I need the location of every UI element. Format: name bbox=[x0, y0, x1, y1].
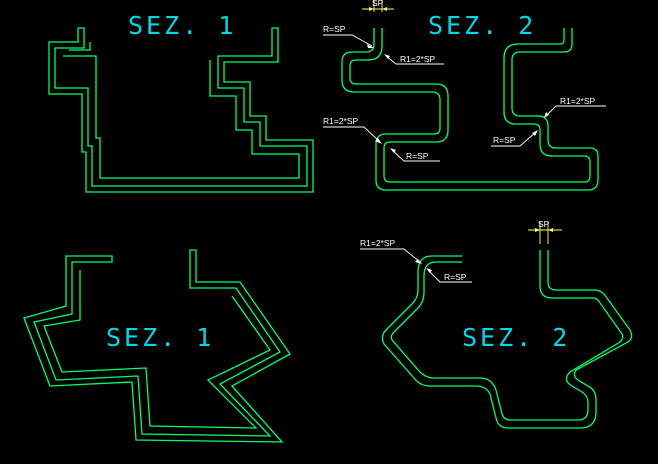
radius-callouts: R1=2*SP R=SP bbox=[360, 238, 472, 283]
drawing-title: SEZ. 1 bbox=[128, 11, 236, 40]
radius-label: R=SP bbox=[493, 135, 516, 145]
radius-label: R1=2*SP bbox=[560, 96, 596, 106]
radius-label: R1=2*SP bbox=[400, 54, 436, 64]
profile-inner-offset bbox=[69, 42, 91, 51]
profile-outline-outer bbox=[48, 27, 314, 193]
radius-label: R=SP bbox=[406, 151, 429, 161]
leader-arrow bbox=[415, 259, 422, 264]
leader-arrow bbox=[544, 112, 549, 118]
drawing-title: SEZ. 1 bbox=[106, 323, 214, 352]
radius-label: R=SP bbox=[323, 24, 346, 34]
drawing-title: SEZ. 2 bbox=[462, 323, 570, 352]
profile-outline-outer bbox=[23, 249, 291, 443]
leader-arrow bbox=[426, 268, 432, 273]
dim-arrow-left bbox=[535, 228, 540, 232]
dim-arrow-right bbox=[548, 228, 553, 232]
radius-label: R1=2*SP bbox=[360, 238, 396, 248]
dimension-label: SP bbox=[538, 219, 550, 229]
drawing-title: SEZ. 2 bbox=[428, 11, 536, 40]
radius-label: R1=2*SP bbox=[323, 116, 359, 126]
profile-sez1-bottom: SEZ. 1 bbox=[23, 249, 291, 443]
profile-outline-inner bbox=[63, 55, 300, 179]
dim-arrow-left bbox=[369, 7, 374, 11]
radius-callouts: R=SP R1=2*SP R1=2*SP R=SP R=SP R1=2*SP bbox=[323, 24, 606, 162]
dim-arrow-right bbox=[382, 7, 387, 11]
profile-sez2-bottom: SEZ. 2 SP R1=2*SP R=SP bbox=[360, 219, 633, 429]
thickness-dimension: SP bbox=[528, 219, 562, 244]
dimension-label: SP bbox=[372, 0, 384, 8]
profile-outline-inner bbox=[43, 270, 271, 429]
profile-outline-outer bbox=[341, 28, 599, 191]
profile-sez1-top: SEZ. 1 bbox=[48, 11, 314, 193]
leader-arrow bbox=[532, 130, 538, 136]
profile-outline-inner bbox=[349, 28, 591, 183]
thickness-dimension: SP bbox=[362, 0, 394, 12]
profile-outline-outer bbox=[381, 250, 633, 429]
leader-arrow bbox=[367, 44, 374, 48]
leader-arrow bbox=[384, 54, 390, 59]
radius-label: R=SP bbox=[444, 272, 467, 282]
leader-arrow bbox=[375, 138, 382, 144]
leader-arrow bbox=[390, 148, 396, 153]
profile-sez2-top: SEZ. 2 SP R=SP R1=2*SP R1=2*SP R=SP R=SP bbox=[323, 0, 606, 191]
profile-outline-inner bbox=[390, 250, 624, 421]
